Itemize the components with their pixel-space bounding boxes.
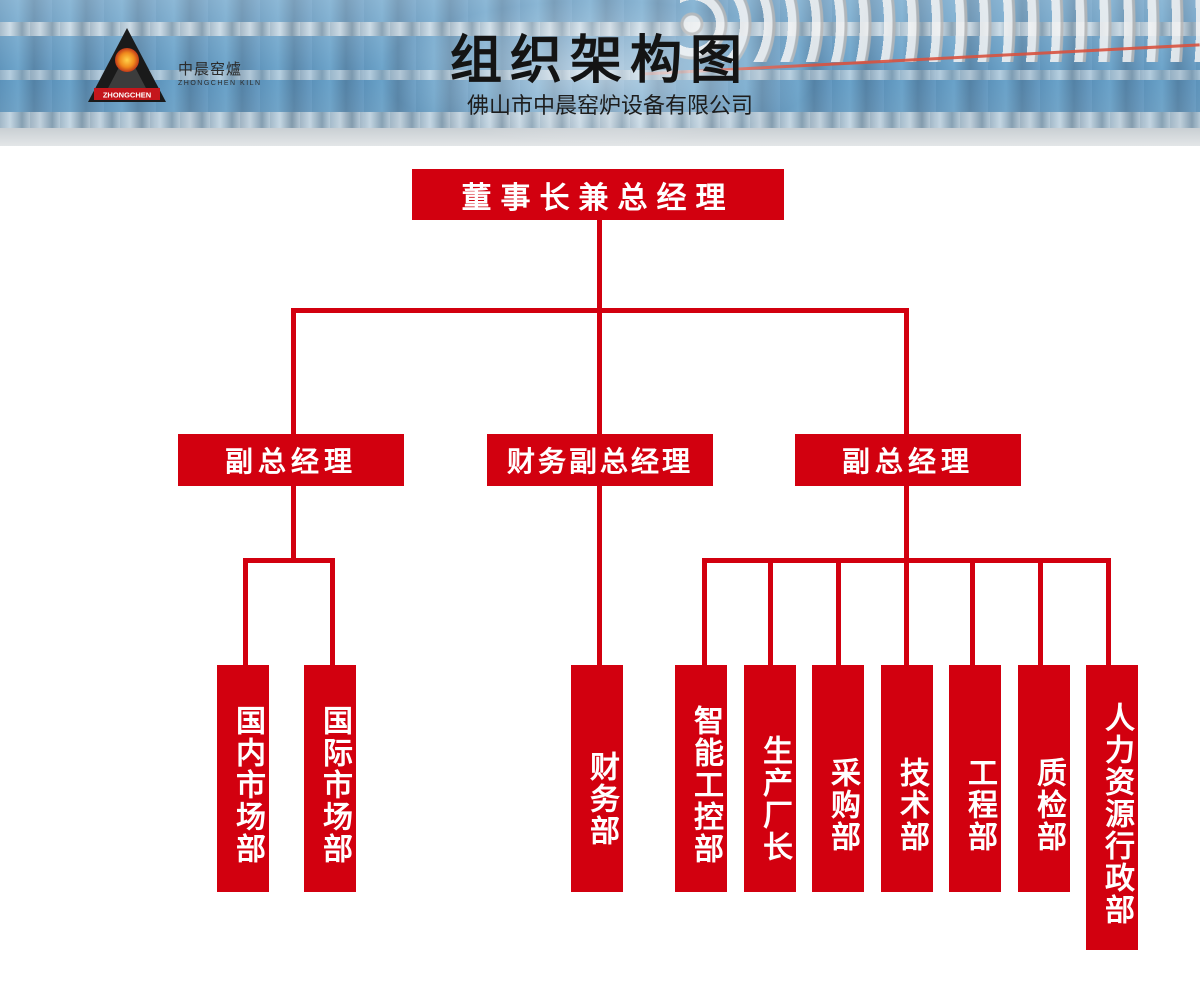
connector-root-down <box>597 220 602 312</box>
connector-deputy-middle <box>597 308 602 435</box>
node-chairman-gm: 董事长兼总经理 <box>412 169 784 220</box>
connector-right-drop <box>1038 558 1043 666</box>
node-department: 财务部 <box>571 665 623 892</box>
header-banner: ZHONGCHEN 中晨窑爐 ZHONGCHEN KILN 组织架构图 佛山市中… <box>0 0 1200 146</box>
connector-right-drop <box>836 558 841 666</box>
company-logo-icon: ZHONGCHEN <box>88 28 166 102</box>
logo-chinese-name: 中晨窑爐 <box>178 60 243 78</box>
node-department: 质检部 <box>1018 665 1070 892</box>
node-department: 工程部 <box>949 665 1001 892</box>
node-deputy-gm-left: 副总经理 <box>178 434 404 486</box>
connector-middle-drop <box>597 486 602 666</box>
logo-english-name: ZHONGCHEN KILN <box>178 80 262 87</box>
connector-left-bar <box>243 558 335 563</box>
node-department: 技术部 <box>881 665 933 892</box>
connector-deputy-right <box>904 308 909 435</box>
connector-left-drop <box>243 558 248 666</box>
node-department: 国际市场部 <box>304 665 356 892</box>
connector-deputy-left <box>291 308 296 435</box>
node-department: 国内市场部 <box>217 665 269 892</box>
node-department: 人力资源行政部 <box>1086 665 1138 950</box>
logo-badge-text: ZHONGCHEN <box>103 91 151 100</box>
page-title: 组织架构图 <box>449 30 750 91</box>
connector-right-drop <box>1106 558 1111 666</box>
connector-left-drop <box>330 558 335 666</box>
company-name: 佛山市中晨窑炉设备有限公司 <box>466 94 753 119</box>
connector-right-drop <box>702 558 707 666</box>
connector-right-drop <box>970 558 975 666</box>
node-department: 生产厂长 <box>744 665 796 892</box>
connector-left-down <box>291 486 296 562</box>
connector-right-down <box>904 486 909 562</box>
node-department: 智能工控部 <box>675 665 727 892</box>
node-deputy-gm-right: 副总经理 <box>795 434 1021 486</box>
banner-veil <box>380 0 820 146</box>
node-department: 采购部 <box>812 665 864 892</box>
connector-right-drop <box>768 558 773 666</box>
node-deputy-gm-finance: 财务副总经理 <box>487 434 713 486</box>
connector-right-drop <box>904 558 909 666</box>
